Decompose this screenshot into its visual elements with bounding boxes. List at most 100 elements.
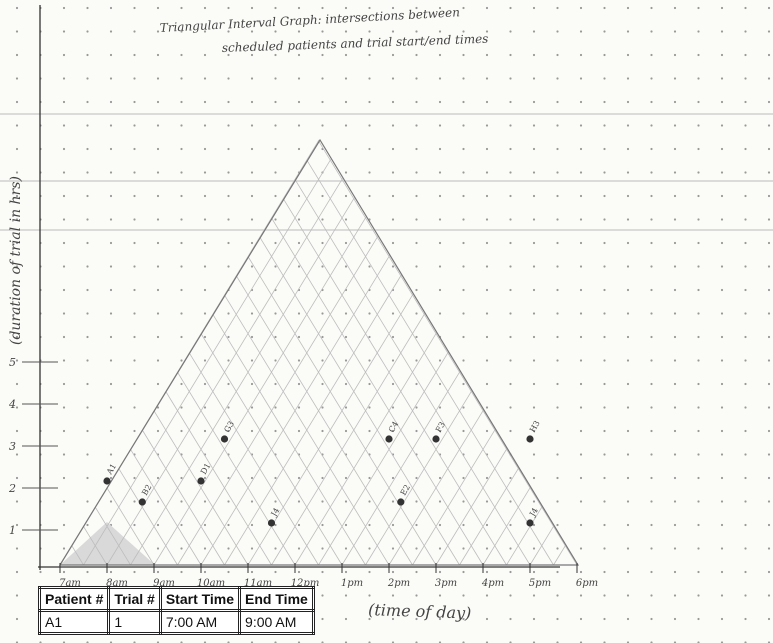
grid-dot [321,194,324,198]
grid-dot [203,523,207,527]
grid-dot [109,218,113,221]
grid-dot [650,265,653,268]
grid-dot [720,476,724,480]
grid-dot [86,429,89,433]
grid-dot [274,265,277,268]
grid-dot [321,382,324,386]
grid-dot [391,171,395,174]
grid-dot [344,500,348,503]
grid-dot [556,53,559,57]
grid-dot [556,547,559,550]
grid-dot [391,429,395,433]
grid-dot [344,147,348,151]
grid-dot [415,194,418,198]
grid-dot [462,594,465,597]
grid-dot [109,406,113,409]
grid-dot [697,171,700,174]
grid-dot [133,500,136,503]
grid-dot [344,594,348,597]
grid-dot [697,453,700,456]
grid-dot [15,194,19,198]
grid-dot [203,406,207,409]
grid-dot [297,547,301,550]
grid-dot [227,547,230,550]
grid-dot [744,570,747,574]
point-c4 [385,435,393,443]
lattice-line [482,486,531,566]
grid-dot [274,30,277,33]
grid-dot [744,335,747,339]
grid-dot [462,429,465,433]
grid-dot [86,6,89,10]
grid-dot [767,335,771,339]
grid-dot [391,312,395,315]
grid-dot [579,406,583,409]
grid-dot [250,265,254,268]
grid-dot [156,30,160,33]
title-line-2: scheduled patients and trial start/end t… [222,32,489,55]
grid-dot [767,476,771,480]
grid-dot [297,77,301,80]
grid-dot [720,500,724,503]
grid-dot [438,617,442,621]
grid-dot [227,570,230,574]
grid-dot [744,312,747,315]
grid-dot [321,594,324,597]
grid-dot [485,147,489,151]
grid-dot [344,241,348,245]
grid-dot [650,429,653,433]
grid-dot [556,453,559,456]
grid-dot [321,570,324,574]
grid-dot [438,594,442,597]
grid-dot [344,194,348,198]
lattice-line [388,409,484,566]
grid-dot [626,265,630,268]
lattice-line [118,468,178,566]
grid-dot [603,570,606,574]
grid-dot [344,124,348,127]
grid-dot [109,429,113,433]
grid-dot [297,312,301,315]
grid-dot [203,476,207,480]
lattice-line [306,159,554,566]
grid-dot [673,382,677,386]
x-tick-label: 9am [153,578,175,589]
grid-dot [203,265,207,268]
grid-dot [532,500,536,503]
grid-dot [368,547,371,550]
grid-dot [180,241,183,245]
grid-dot [626,288,630,292]
grid-dot [156,147,160,151]
grid-dot [532,312,536,315]
grid-dot [532,406,536,409]
grid-dot [415,429,418,433]
grid-dot [744,265,747,268]
point-label: J4 [269,506,281,519]
grid-dot [626,406,630,409]
grid-dot [297,194,301,198]
grid-dot [603,77,606,80]
grid-dot [368,500,371,503]
grid-dot [509,77,512,80]
grid-dot [274,500,277,503]
grid-dot [650,570,653,574]
grid-dot [62,265,66,268]
grid-dot [744,406,747,409]
grid-dot [650,335,653,339]
grid-dot [250,218,254,221]
grid-dot [720,124,724,127]
grid-dot [274,406,277,409]
grid-dot [415,147,418,151]
grid-dot [86,335,89,339]
grid-dot [603,453,606,456]
grid-dot [86,312,89,315]
grid-dot [720,241,724,245]
grid-dot [133,288,136,292]
x-tick-label: 6pm [576,578,598,589]
grid-dot [274,547,277,550]
grid-dot [180,500,183,503]
grid-dot [15,288,19,292]
grid-dot [462,547,465,550]
grid-dot [767,382,771,386]
grid-dot [462,100,465,104]
